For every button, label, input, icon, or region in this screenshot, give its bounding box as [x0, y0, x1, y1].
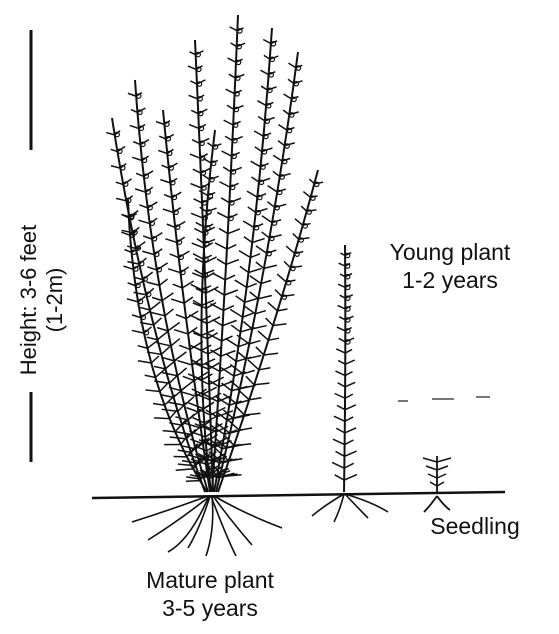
- young-stem: [332, 245, 357, 492]
- mature-stem-5: [198, 15, 245, 492]
- seedling-leaf-l4: [430, 482, 437, 486]
- seedling-leaf-r2: [437, 466, 448, 470]
- mature-root-6: [132, 496, 208, 522]
- seedling-plant: [423, 456, 451, 512]
- height-label-group: Height: 3-6 feet (1-2m): [0, 0, 80, 634]
- young-plant-roots: [312, 494, 388, 522]
- mature-root-8: [168, 496, 209, 552]
- mature-plant-roots: [132, 496, 282, 556]
- mature-stem-8: [214, 170, 323, 492]
- mature-plant: [106, 15, 323, 492]
- seedling-leaf-r3: [437, 474, 446, 478]
- young-root-1: [312, 494, 344, 516]
- mature-root-1: [148, 496, 210, 540]
- young-plant-label: Young plant 1-2 years: [370, 238, 530, 294]
- young-plant-label-line2: 1-2 years: [370, 266, 530, 294]
- seedling-leaf-l1: [423, 458, 437, 462]
- mature-root-4: [213, 496, 252, 545]
- mature-root-7: [211, 496, 236, 556]
- seedling-leaf-r1: [437, 458, 451, 462]
- mature-plant-label-line2: 3-5 years: [115, 594, 305, 622]
- height-label: Height: 3-6 feet (1-2m): [16, 225, 68, 375]
- height-label-line1: Height: 3-6 feet: [16, 225, 42, 375]
- seedling-leaf-l3: [428, 474, 437, 478]
- mature-plant-label: Mature plant 3-5 years: [115, 566, 305, 622]
- height-label-line2: (1-2m): [42, 225, 68, 375]
- seedling-leaf-l2: [426, 466, 437, 470]
- ground-line: [92, 492, 505, 498]
- mature-plant-label-line1: Mature plant: [115, 566, 305, 594]
- young-plant: [332, 245, 357, 492]
- young-plant-label-line1: Young plant: [370, 238, 530, 266]
- mature-stem-4: [188, 40, 229, 492]
- scan-specks: [398, 396, 490, 402]
- seedling-roots: [424, 496, 450, 512]
- young-root-4: [345, 494, 388, 512]
- seedling-label: Seedling: [410, 512, 540, 540]
- seedling-leaf-r4: [437, 482, 444, 486]
